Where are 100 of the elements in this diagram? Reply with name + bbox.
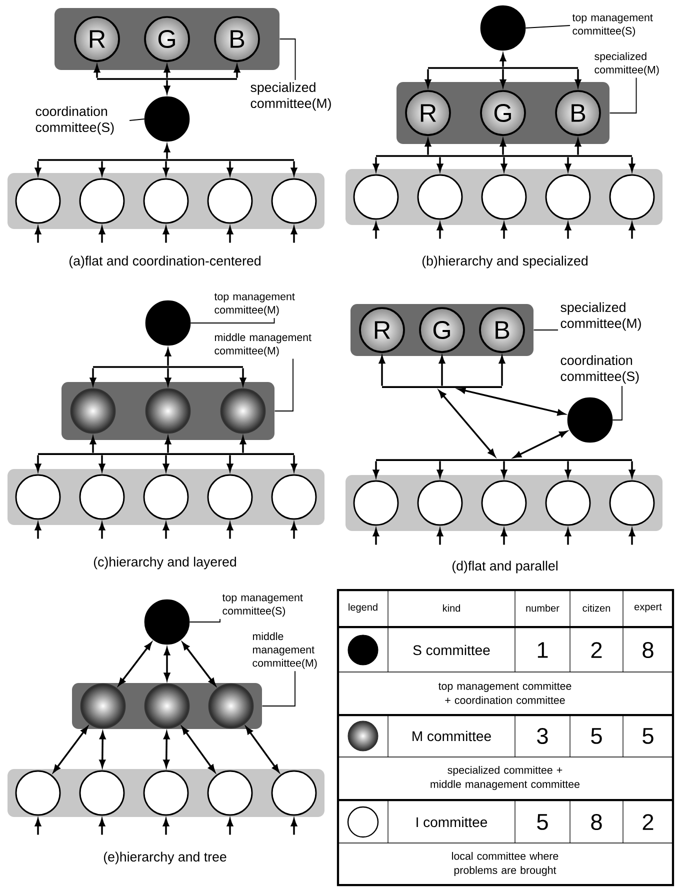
arrow [164,348,172,366]
arrow [290,161,298,176]
arrow [628,461,636,478]
arrow [500,157,508,172]
empty-circle [207,474,253,520]
number-value: 3 [537,728,548,744]
column-header: kind [443,604,460,612]
empty-circle [143,178,189,224]
column-header: legend [348,603,378,613]
empty-circle [609,174,655,220]
empty-circle [417,174,463,220]
double-arrow [182,726,216,772]
number-value: 5 [537,814,548,830]
arrow [436,461,444,478]
annotation-text: top management committee(M) [214,293,295,316]
arrow [424,69,432,88]
arrow [90,368,96,386]
filled-circle [145,300,191,346]
arrow [98,455,106,472]
input-arrow [290,226,298,243]
input-arrow [628,222,636,239]
input-arrow [162,522,170,539]
filled-circle [567,397,613,443]
arrow [234,64,240,78]
arrow [226,455,234,472]
shaded-circle [208,683,254,729]
arrow [574,138,582,155]
arrow [372,157,380,172]
arrow [436,157,444,172]
column-header: expert [634,604,662,612]
empty-circle [609,480,655,526]
arrow [372,461,380,478]
number-value: 5 [591,728,602,744]
column-header: citizen [582,604,610,612]
empty-circle [353,480,399,526]
shaded-circle [80,683,126,729]
description-text: top management committee + coordination committee [438,682,572,704]
arrow [162,455,170,472]
input-arrow [500,528,508,545]
number-value: 5 [642,728,654,744]
arrow [90,436,96,453]
double-arrow [246,726,280,772]
arrow [226,161,234,176]
arrow [164,80,170,94]
annotation-text: top management committee(S) [222,594,303,617]
leader-line [525,25,570,28]
annotation-text: middle management committee(M) [252,632,317,669]
empty-circle [545,480,591,526]
arrow [500,54,506,67]
input-arrow [372,528,380,545]
panel-caption: (a)flat and coordination-centered [69,256,260,268]
arrow [290,455,298,472]
arrow [500,138,506,155]
double-arrow [118,642,152,686]
double-arrow [163,732,170,768]
number-value: 8 [591,814,602,830]
empty-circle [481,174,527,220]
empty-circle [15,178,61,224]
number-value: 2 [591,642,602,658]
input-arrow [34,226,42,243]
panel-caption: (e)hierarchy and tree [104,852,226,864]
input-arrow [436,528,444,545]
number-value: 2 [642,814,654,830]
empty-circle [271,474,317,520]
filled-circle [144,96,190,142]
input-arrow [226,226,234,243]
annotation-text: coordination committee(S) [560,355,639,384]
shaded-circle [220,388,266,434]
arrow [498,356,506,386]
input-arrow [372,222,380,239]
arrow [500,461,508,478]
committee-kind: M committee [412,730,491,742]
arrow [98,161,106,176]
empty-circle [79,178,125,224]
double-arrow [164,648,170,680]
double-arrow [458,387,566,416]
arrow [240,368,246,386]
shaded-circle [70,388,116,434]
description-text: local committee where problems are brought [452,852,558,876]
empty-circle [481,480,527,526]
shaded-circle [145,388,191,434]
arrow [34,455,42,472]
panel-caption: (c)hierarchy and layered [94,556,236,570]
panel-caption: (d)flat and parallel [452,560,558,574]
arrow [164,368,172,386]
input-arrow [34,522,42,539]
input-arrow [162,226,170,243]
number-value: 8 [642,642,654,658]
annotation-text: coordination committee(S) [36,106,114,135]
arrow [564,461,572,478]
input-arrow [226,522,234,539]
arrow [240,436,246,453]
committee-kind: S committee [413,644,490,656]
annotation-text: specialized committee(M) [594,52,659,76]
description-text: specialized committee + middle management committee [430,766,580,790]
shaded-circle [144,683,190,729]
arrow [94,64,100,78]
arrow [500,69,506,88]
input-arrow [98,818,106,835]
empty-circle [15,474,61,520]
